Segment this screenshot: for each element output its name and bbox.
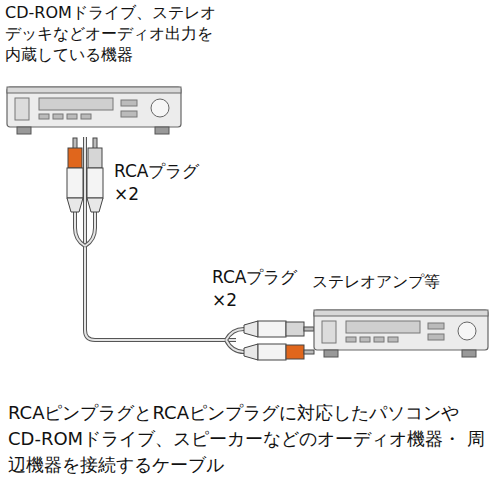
cable-branch: [226, 329, 244, 352]
rca-plug: [87, 138, 103, 212]
plug-label: RCAプラグ ×2: [114, 160, 206, 206]
rca-plug: [244, 321, 314, 337]
device-node: ステレオアンプ等: [312, 272, 498, 364]
plug-label: RCAプラグ ×2: [212, 266, 304, 312]
rca-plug: [244, 344, 314, 360]
device-illustration: [312, 306, 492, 366]
cable-branch: [75, 212, 95, 246]
device-heading: CD-ROMドライブ、ステレオ デッキなどオーディオ出力を 内蔵している機器: [5, 3, 220, 65]
audio-cable: [85, 137, 312, 340]
device-heading: ステレオアンプ等: [312, 272, 498, 293]
cable-branch: [226, 329, 244, 352]
rca-plug: [67, 138, 83, 212]
device-node: CD-ROMドライブ、ステレオ デッキなどオーディオ出力を 内蔵している機器: [5, 3, 220, 137]
audio-device: [5, 83, 185, 139]
caption: RCAピンプラグとRCAピンプラグに対応したパソコンや CD-ROMドライブ、ス…: [8, 400, 494, 478]
cable-branch: [75, 212, 95, 246]
device-illustration: [5, 83, 185, 143]
audio-device: [312, 306, 492, 362]
